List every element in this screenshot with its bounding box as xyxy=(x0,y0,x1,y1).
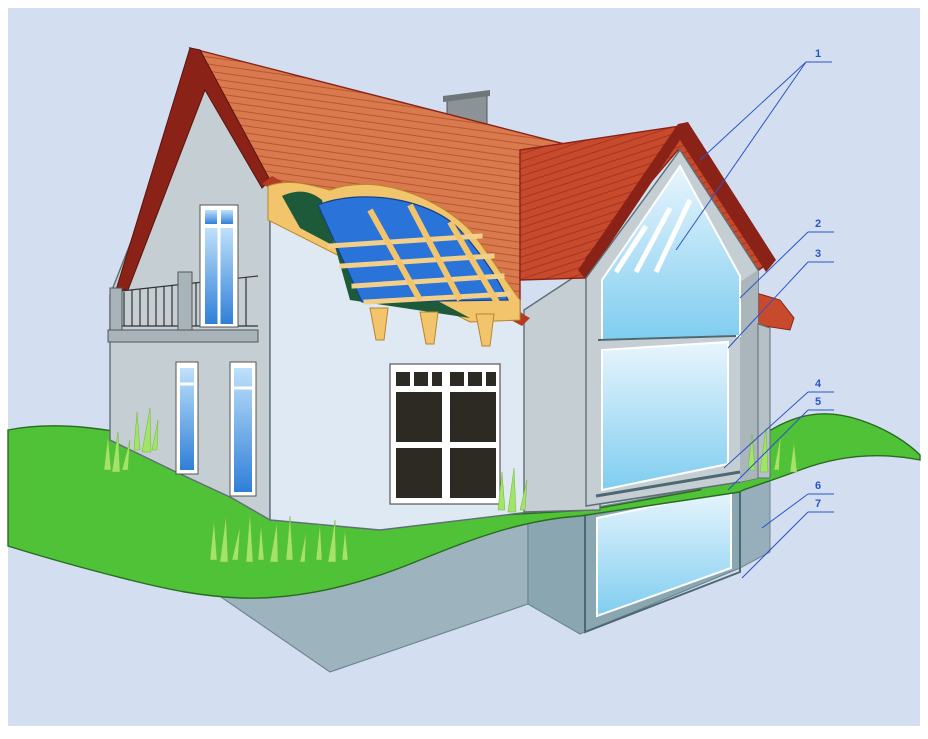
callout-3: 3 xyxy=(815,248,821,260)
wall-right xyxy=(757,323,771,479)
roof-rafters xyxy=(367,203,501,306)
front-window xyxy=(389,363,501,505)
rafter-ends xyxy=(369,307,495,347)
callout-1: 1 xyxy=(815,48,821,60)
roof-battens xyxy=(327,233,511,305)
balcony-post-left xyxy=(109,287,123,331)
lower-window-2 xyxy=(229,361,257,497)
attic-rafters xyxy=(613,198,693,274)
lower-window-1 xyxy=(175,361,199,475)
gable-wall-side xyxy=(740,270,758,482)
ground-floor-cutaway xyxy=(601,340,729,492)
ground-slab xyxy=(595,470,741,498)
balcony-slab xyxy=(107,329,259,343)
callout-5: 5 xyxy=(815,396,821,408)
balcony-post-mid xyxy=(177,271,193,331)
callout-6: 6 xyxy=(815,480,821,492)
attic-cutaway xyxy=(601,164,741,342)
callout-7: 7 xyxy=(815,498,821,510)
gable-roof-ridge xyxy=(578,122,776,280)
grass-tufts xyxy=(103,407,798,563)
chimney-top xyxy=(443,90,490,102)
insulation-panel xyxy=(317,196,509,303)
callout-2: 2 xyxy=(815,218,821,230)
upper-window xyxy=(199,204,239,328)
floor-slab xyxy=(597,335,737,341)
callout-lines xyxy=(675,61,834,579)
callout-4: 4 xyxy=(815,378,822,390)
